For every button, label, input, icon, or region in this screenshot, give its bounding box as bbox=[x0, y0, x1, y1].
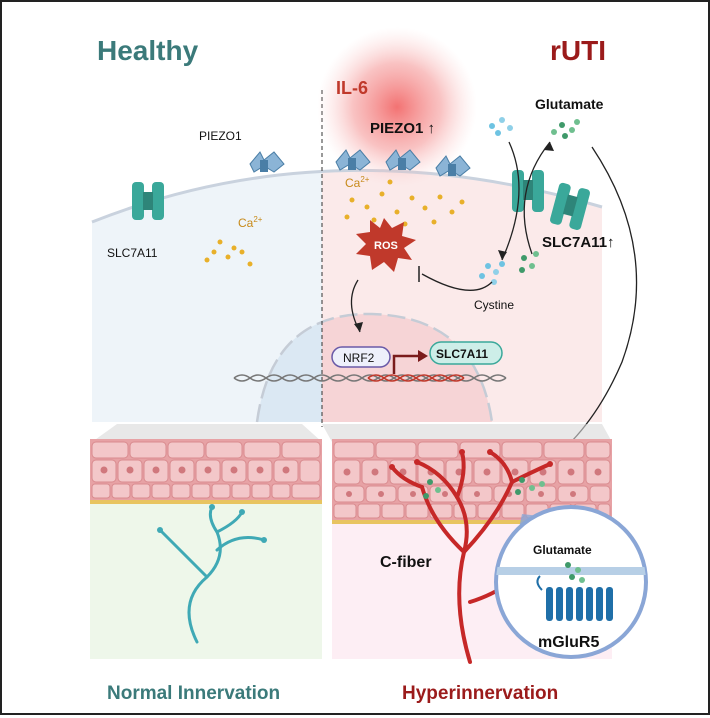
c-fiber-endings bbox=[389, 449, 553, 470]
piezo1-channel-left bbox=[249, 151, 285, 173]
mglur5-label: mGluR5 bbox=[538, 634, 599, 651]
transcription-arrow bbox=[392, 354, 420, 374]
teal-nerve-endings bbox=[157, 504, 267, 543]
glutamate-dots-extracellular bbox=[551, 119, 580, 139]
epithelium-left bbox=[90, 439, 322, 504]
cystine-dots-extracellular bbox=[489, 117, 513, 136]
slc7a11-left-label: SLC7A11 bbox=[107, 246, 158, 260]
receptor-tail bbox=[536, 575, 543, 591]
cystine-label: Cystine bbox=[474, 298, 514, 312]
calcium-right-label: Ca2+ bbox=[345, 175, 370, 190]
rutI-title: rUTI bbox=[550, 35, 606, 66]
calcium-dots-right bbox=[344, 179, 465, 227]
calcium-dots-left bbox=[204, 239, 253, 267]
glutamate-inset-label: Glutamate bbox=[533, 543, 592, 557]
slc7a11-channel-left bbox=[132, 182, 164, 220]
piezo1-channels-right bbox=[335, 149, 471, 177]
ros-burst: ROS bbox=[356, 218, 416, 272]
normal-innervation-caption: Normal Innervation bbox=[107, 683, 280, 704]
lamina-left bbox=[90, 504, 322, 659]
transcription-arrow-head bbox=[418, 350, 428, 362]
receptor-helices bbox=[546, 587, 613, 621]
projection-left bbox=[92, 424, 322, 442]
slc7a11-right-label: SLC7A11↑ bbox=[542, 234, 615, 251]
projection-right bbox=[322, 424, 612, 442]
nrf2-protein: NRF2 bbox=[331, 346, 391, 368]
nucleus bbox=[255, 312, 494, 423]
dna-strand bbox=[233, 374, 507, 382]
calcium-left-label: Ca2+ bbox=[238, 215, 263, 230]
il6-glow bbox=[317, 27, 477, 187]
slc7a11-gene-label: SLC7A11 bbox=[436, 347, 488, 361]
calcium-right-superscript: 2+ bbox=[360, 175, 369, 184]
ros-label: ROS bbox=[374, 240, 398, 252]
healthy-title: Healthy bbox=[97, 35, 199, 66]
slc7a11-channels-right bbox=[512, 170, 591, 230]
glutamate-dots-tissue bbox=[423, 477, 545, 499]
glutamate-top-label: Glutamate bbox=[535, 96, 604, 112]
calcium-right-base: Ca bbox=[345, 176, 361, 190]
nrf2-label: NRF2 bbox=[343, 351, 375, 365]
glutamate-dots-inset bbox=[565, 562, 585, 583]
hyperinnervation-caption: Hyperinnervation bbox=[402, 683, 558, 704]
mglur5-inset: Glutamate mGluR5 bbox=[494, 505, 648, 659]
piezo1-right-label: PIEZO1 ↑ bbox=[370, 120, 435, 137]
c-fiber-label: C-fiber bbox=[380, 554, 432, 571]
cystine-dots bbox=[479, 261, 505, 285]
slc7a11-gene: SLC7A11 bbox=[429, 341, 503, 365]
il6-label: IL-6 bbox=[336, 78, 368, 98]
healthy-cell bbox=[92, 171, 322, 422]
glutamate-dots-cell bbox=[519, 251, 539, 273]
piezo1-left-label: PIEZO1 bbox=[199, 129, 242, 143]
calcium-left-base: Ca bbox=[238, 216, 254, 230]
calcium-left-superscript: 2+ bbox=[253, 215, 262, 224]
